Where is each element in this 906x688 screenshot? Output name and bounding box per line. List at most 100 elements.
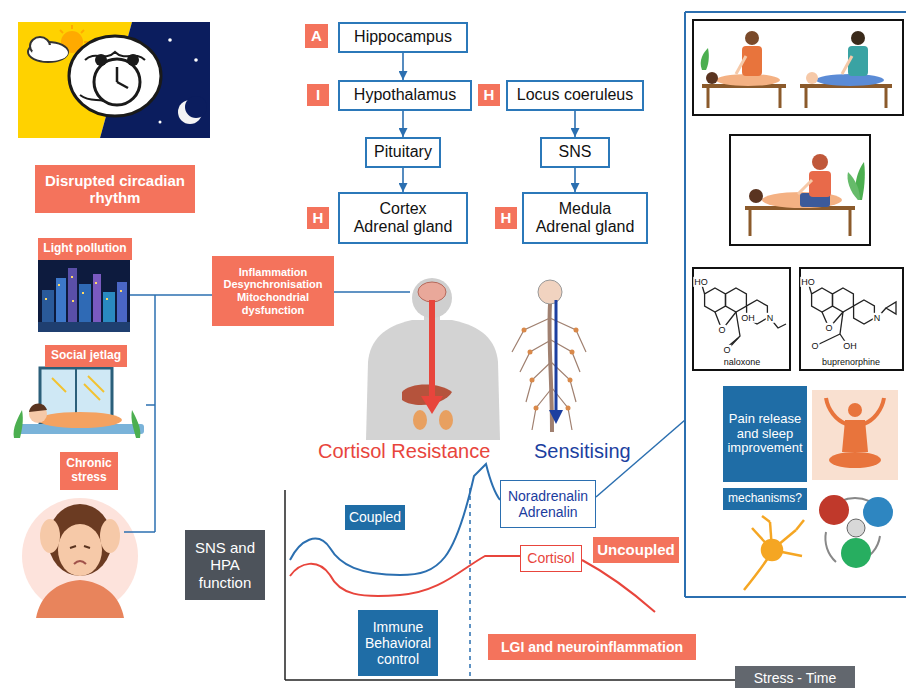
stressed-person-image	[22, 498, 138, 618]
box-text: Coupled	[349, 509, 401, 525]
human-body-figure	[421, 396, 443, 414]
city-night-image	[117, 282, 127, 322]
naloxone-structure	[693, 268, 790, 370]
buprenorphine-structure	[800, 268, 903, 370]
circadian-illustration	[18, 22, 210, 138]
box-text: H	[484, 86, 495, 103]
control-box: Immune Behavioral control	[358, 610, 438, 676]
buprenorphine-structure	[840, 312, 843, 334]
axis-title-box: SNS and HPA function	[185, 530, 265, 600]
box-text: Immune Behavioral control	[363, 619, 433, 667]
nervous-system-figure	[538, 280, 562, 304]
atom-label: N	[766, 313, 775, 323]
city-night-image	[58, 284, 60, 286]
city-night-image	[106, 298, 108, 300]
callout-letter: H	[478, 84, 500, 106]
question-box: mechanisms?	[723, 488, 807, 510]
box-text: SNS	[559, 143, 592, 161]
factor-label: Social jetlag	[45, 345, 127, 367]
massage-image	[749, 208, 752, 236]
city-night-image	[38, 260, 130, 332]
massage-image	[749, 189, 763, 203]
axis-label-box: Stress - Time	[735, 666, 855, 688]
massage-image	[816, 74, 884, 86]
flow-arrow	[574, 111, 576, 137]
factor-lines	[334, 291, 410, 293]
curve-label-box: Noradrenalin Adrenalin	[500, 480, 596, 528]
city-night-image	[42, 290, 54, 322]
nervous-system-figure	[512, 318, 550, 352]
social-jetlag-image	[84, 384, 100, 400]
stressed-person-image	[58, 524, 102, 576]
buprenorphine-structure	[854, 300, 875, 324]
naloxone-structure	[726, 288, 747, 312]
phase-box: Uncoupled	[593, 537, 679, 563]
nervous-system-figure	[555, 300, 558, 412]
box-text: SNS and HPA function	[190, 539, 260, 591]
atom-label: HO	[800, 277, 816, 287]
circadian-illustration	[60, 30, 63, 33]
massage-image	[779, 86, 782, 108]
box-text: H	[313, 209, 324, 226]
therapy-panel-frame	[684, 12, 686, 597]
box-text: Locus coeruleus	[517, 86, 634, 104]
circadian-illustration	[60, 25, 88, 42]
circadian-illustration	[95, 54, 107, 66]
meditation-image	[812, 390, 898, 480]
cbt-cycle-image	[825, 532, 836, 562]
massage-image	[806, 72, 818, 84]
box-text: Hippocampus	[354, 28, 452, 46]
factor-lines	[154, 295, 156, 532]
box-text: Chronic stress	[65, 457, 113, 485]
circadian-illustration	[32, 45, 68, 61]
human-body-figure	[439, 410, 453, 430]
nervous-system-figure	[526, 362, 551, 402]
nervous-system-figure	[512, 318, 586, 430]
stressed-person-image	[74, 561, 86, 564]
box-text: Stress - Time	[754, 670, 836, 686]
circadian-illustration	[168, 38, 172, 42]
atom-label: OH	[842, 341, 858, 351]
outcome-box: Pain release and sleep improvement	[723, 386, 807, 482]
box-text: Social jetlag	[51, 349, 121, 363]
buprenorphine-structure	[886, 302, 896, 314]
social-jetlag-image	[52, 378, 66, 392]
molecule-name: naloxone	[723, 357, 762, 367]
human-body-figure	[418, 282, 446, 302]
nervous-system-figure	[566, 406, 571, 411]
buprenorphine-structure	[833, 288, 854, 312]
circadian-illustration	[185, 96, 207, 118]
human-body-figure	[366, 278, 500, 440]
box-text: Pain release and sleep improvement	[727, 412, 802, 457]
therapy-panel-frame	[685, 11, 906, 13]
meditation-image	[829, 452, 881, 468]
nervous-system-figure	[530, 378, 535, 383]
meditation-image	[864, 398, 884, 424]
box-text: Inflammation Desynchronisation Mitochond…	[217, 266, 329, 317]
buprenorphine-structure	[812, 288, 833, 312]
box-text: Noradrenalin Adrenalin	[506, 488, 590, 520]
process-box: Locus coeruleus	[506, 80, 644, 111]
massage-image	[701, 48, 709, 70]
box-text: Hypothalamus	[354, 86, 456, 104]
meditation-image	[812, 390, 898, 480]
cbt-cycle-image	[863, 497, 893, 527]
atom-label: O	[717, 325, 726, 335]
massage-image	[730, 135, 870, 245]
nervous-system-figure	[549, 410, 563, 424]
factor-lines	[124, 531, 155, 533]
massage-image	[706, 72, 718, 84]
stress-chart	[285, 679, 735, 681]
circadian-illustration	[81, 30, 84, 33]
atom-label: HO	[693, 277, 709, 287]
massage-image	[798, 180, 812, 194]
massage-image	[842, 56, 852, 74]
massage-image	[693, 20, 903, 115]
meditation-image	[842, 420, 868, 452]
curve-label-box: Cortisol	[520, 545, 582, 572]
box-text: LGI and neuroinflammation	[501, 639, 683, 655]
city-night-image	[38, 260, 130, 332]
neuron-image	[796, 520, 804, 530]
stress-chart	[290, 464, 500, 575]
